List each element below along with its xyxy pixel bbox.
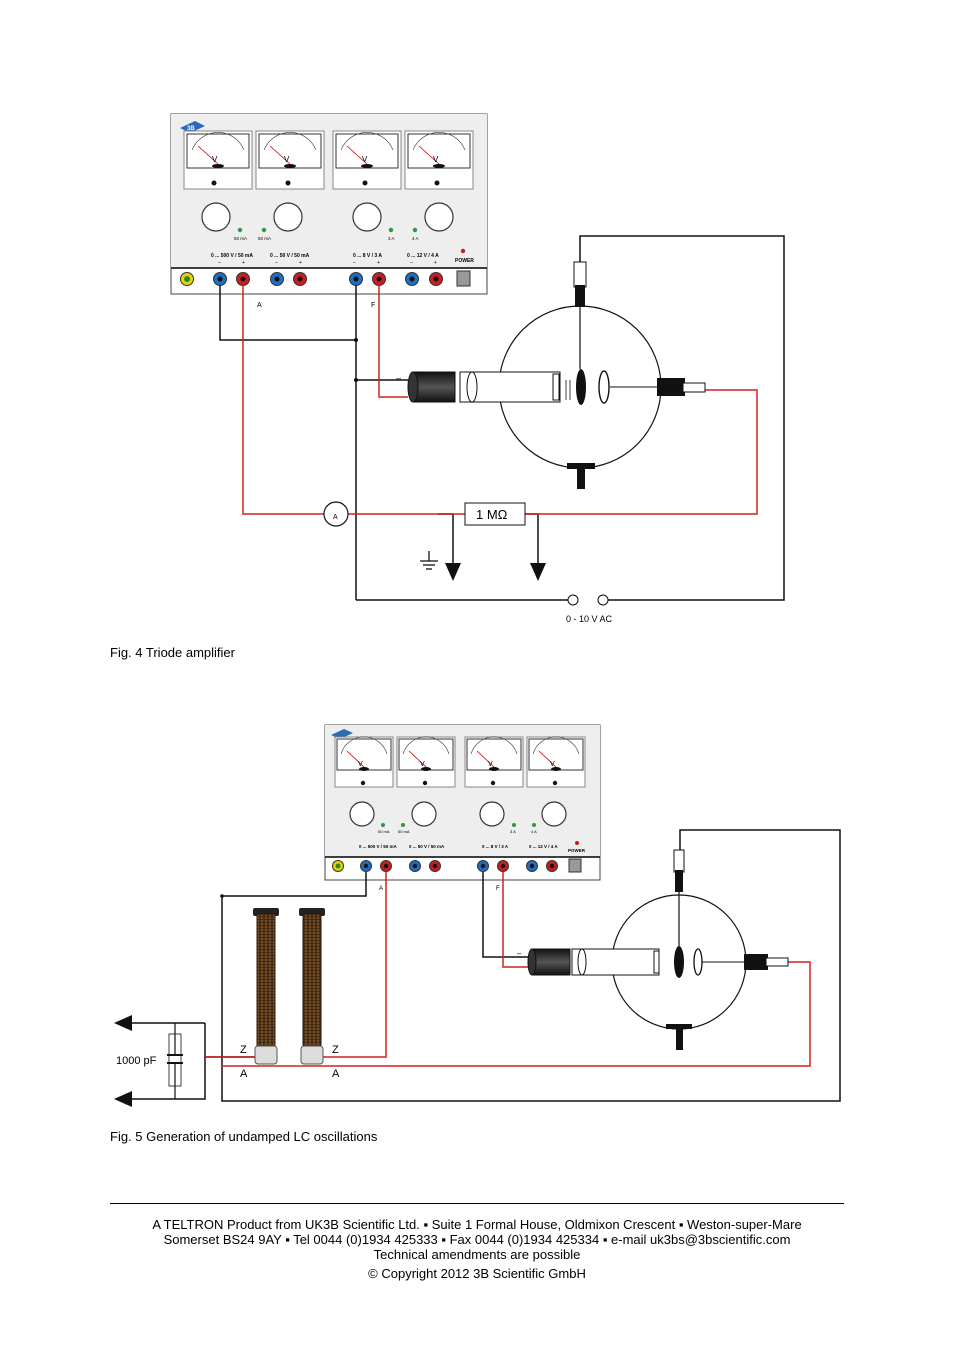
svg-text:0 ... 12 V / 4 A: 0 ... 12 V / 4 A [529, 844, 558, 849]
svg-text:V: V [488, 761, 493, 768]
output-arrow [445, 563, 461, 581]
knobs-fig4[interactable] [201, 202, 466, 254]
ac-terminal [597, 594, 609, 606]
sockets-fig4[interactable] [180, 270, 471, 287]
triode-tube-fig5: – [517, 849, 789, 1050]
svg-text:1 MΩ: 1 MΩ [476, 507, 508, 522]
svg-text:50 mA: 50 mA [398, 829, 410, 834]
ac-terminal [567, 594, 579, 606]
terminal-a-label: A [257, 302, 262, 309]
svg-text:V: V [433, 155, 439, 164]
svg-text:+: + [377, 260, 380, 266]
svg-text:V: V [212, 155, 218, 164]
svg-text:+: + [434, 260, 437, 266]
svg-text:0 ... 8 V / 3 A: 0 ... 8 V / 3 A [482, 844, 509, 849]
limit-label: 50 mA [258, 236, 271, 241]
svg-text:–: – [410, 260, 413, 266]
black-wires-fig4 [219, 235, 785, 601]
footer-rule [110, 1203, 844, 1204]
svg-text:V: V [358, 761, 363, 768]
svg-text:3 A: 3 A [510, 829, 516, 834]
meter-2-fig4: V [255, 130, 325, 190]
svg-text:Z: Z [332, 1044, 339, 1056]
meter-3-fig4: V [332, 130, 402, 190]
channel-label: 0 ... 50 V / 50 mA [270, 253, 310, 259]
output-arrow [114, 1015, 132, 1031]
red-wires-fig4 [242, 285, 758, 515]
power-supply-fig4: 3B V V [170, 113, 488, 295]
capacitor [167, 1023, 183, 1099]
svg-text:V: V [550, 761, 555, 768]
meter-3-fig5: V [464, 736, 524, 788]
svg-text:A: A [379, 886, 383, 892]
ac-label: 0 - 10 V AC [566, 614, 613, 624]
power-supply-fig5: V V V [324, 724, 601, 881]
svg-text:V: V [362, 155, 368, 164]
capacitor-label: 1000 pF [116, 1055, 157, 1067]
resistor: 1 MΩ [464, 502, 526, 526]
brand-logo: 3B [180, 121, 205, 133]
red-wires-fig5 [205, 872, 811, 1067]
knobs-fig5[interactable] [349, 801, 579, 845]
ammeter: A [323, 501, 349, 527]
svg-text:0 ... 500 V / 50 mA: 0 ... 500 V / 50 mA [359, 844, 398, 849]
footer-line-1: A TELTRON Product from UK3B Scientific L… [152, 1217, 802, 1232]
ground-symbol [420, 551, 438, 570]
sockets-fig5[interactable] [332, 858, 582, 873]
svg-text:–: – [396, 373, 401, 383]
svg-text:–: – [275, 260, 278, 266]
svg-text:A: A [240, 1068, 248, 1080]
svg-text:Z: Z [240, 1044, 247, 1056]
channel-label: 0 ... 500 V / 50 mA [211, 253, 253, 259]
channel-label: 0 ... 12 V / 4 A [407, 253, 439, 259]
svg-text:POWER: POWER [568, 848, 586, 853]
svg-text:A: A [333, 514, 338, 521]
svg-text:F: F [496, 886, 500, 892]
svg-text:A: A [332, 1068, 340, 1080]
limit-label: 50 mA [234, 236, 247, 241]
coil-2 [299, 908, 325, 1065]
footer-line-3: Technical amendments are possible [373, 1247, 581, 1262]
meter-2-fig5: V [396, 736, 456, 788]
svg-text:4 A: 4 A [531, 829, 537, 834]
output-arrow [530, 563, 546, 581]
channel-label: 0 ... 8 V / 3 A [353, 253, 382, 259]
coil-1 [253, 908, 279, 1065]
limit-label: 3 A [388, 236, 395, 241]
svg-text:–: – [218, 260, 221, 266]
power-label: POWER [455, 258, 474, 264]
meter-1-fig5: V [334, 736, 394, 788]
fig5: V V V [114, 724, 841, 1107]
svg-text:+: + [242, 260, 245, 266]
triode-tube-fig4: – [396, 261, 706, 489]
limit-label: 4 A [412, 236, 419, 241]
caption-fig4: Fig. 4 Triode amplifier [110, 645, 236, 660]
meter-1-fig4: V [183, 130, 253, 190]
svg-text:V: V [284, 155, 290, 164]
footer-line-2: Somerset BS24 9AY ▪ Tel 0044 (0)1934 425… [163, 1232, 791, 1247]
svg-text:50 mA: 50 mA [378, 829, 390, 834]
fig4: 3B V V [170, 113, 785, 624]
output-arrow [114, 1091, 132, 1107]
terminal-f-label: F [371, 302, 375, 309]
meter-4-fig4: V [404, 130, 474, 190]
svg-text:0 ... 50 V / 50 mA: 0 ... 50 V / 50 mA [409, 844, 445, 849]
caption-fig5: Fig. 5 Generation of undamped LC oscilla… [110, 1129, 378, 1144]
svg-text:V: V [420, 761, 425, 768]
svg-text:–: – [517, 949, 522, 958]
svg-text:+: + [299, 260, 302, 266]
svg-text:–: – [353, 260, 356, 266]
meter-4-fig5: V [526, 736, 586, 788]
footer-copyright: © Copyright 2012 3B Scientific GmbH [368, 1266, 586, 1281]
svg-text:3B: 3B [187, 126, 195, 132]
